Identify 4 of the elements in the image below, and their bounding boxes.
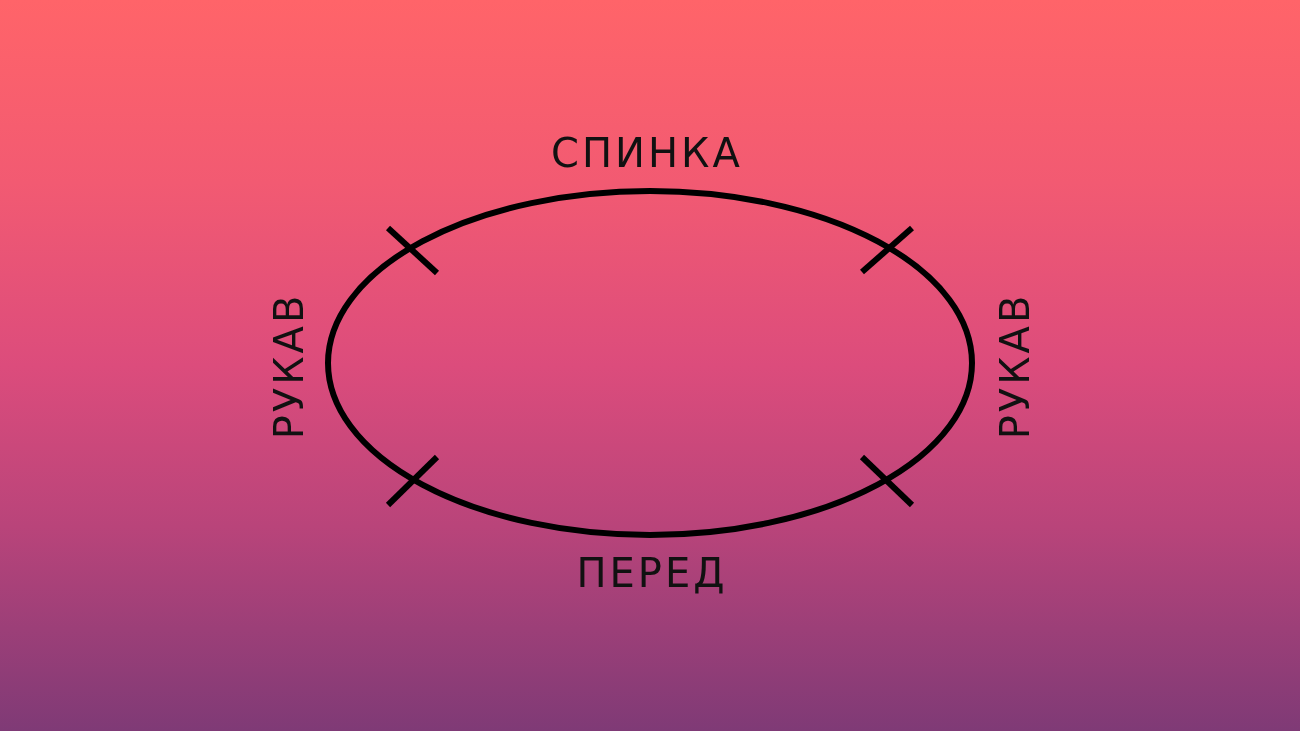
back-label: СПИНКА xyxy=(551,133,743,173)
front-label: ПЕРЕД xyxy=(576,553,728,593)
sleeve-label: РУКАВ xyxy=(995,292,1035,440)
sleeve-label: РУКАВ xyxy=(269,292,309,440)
